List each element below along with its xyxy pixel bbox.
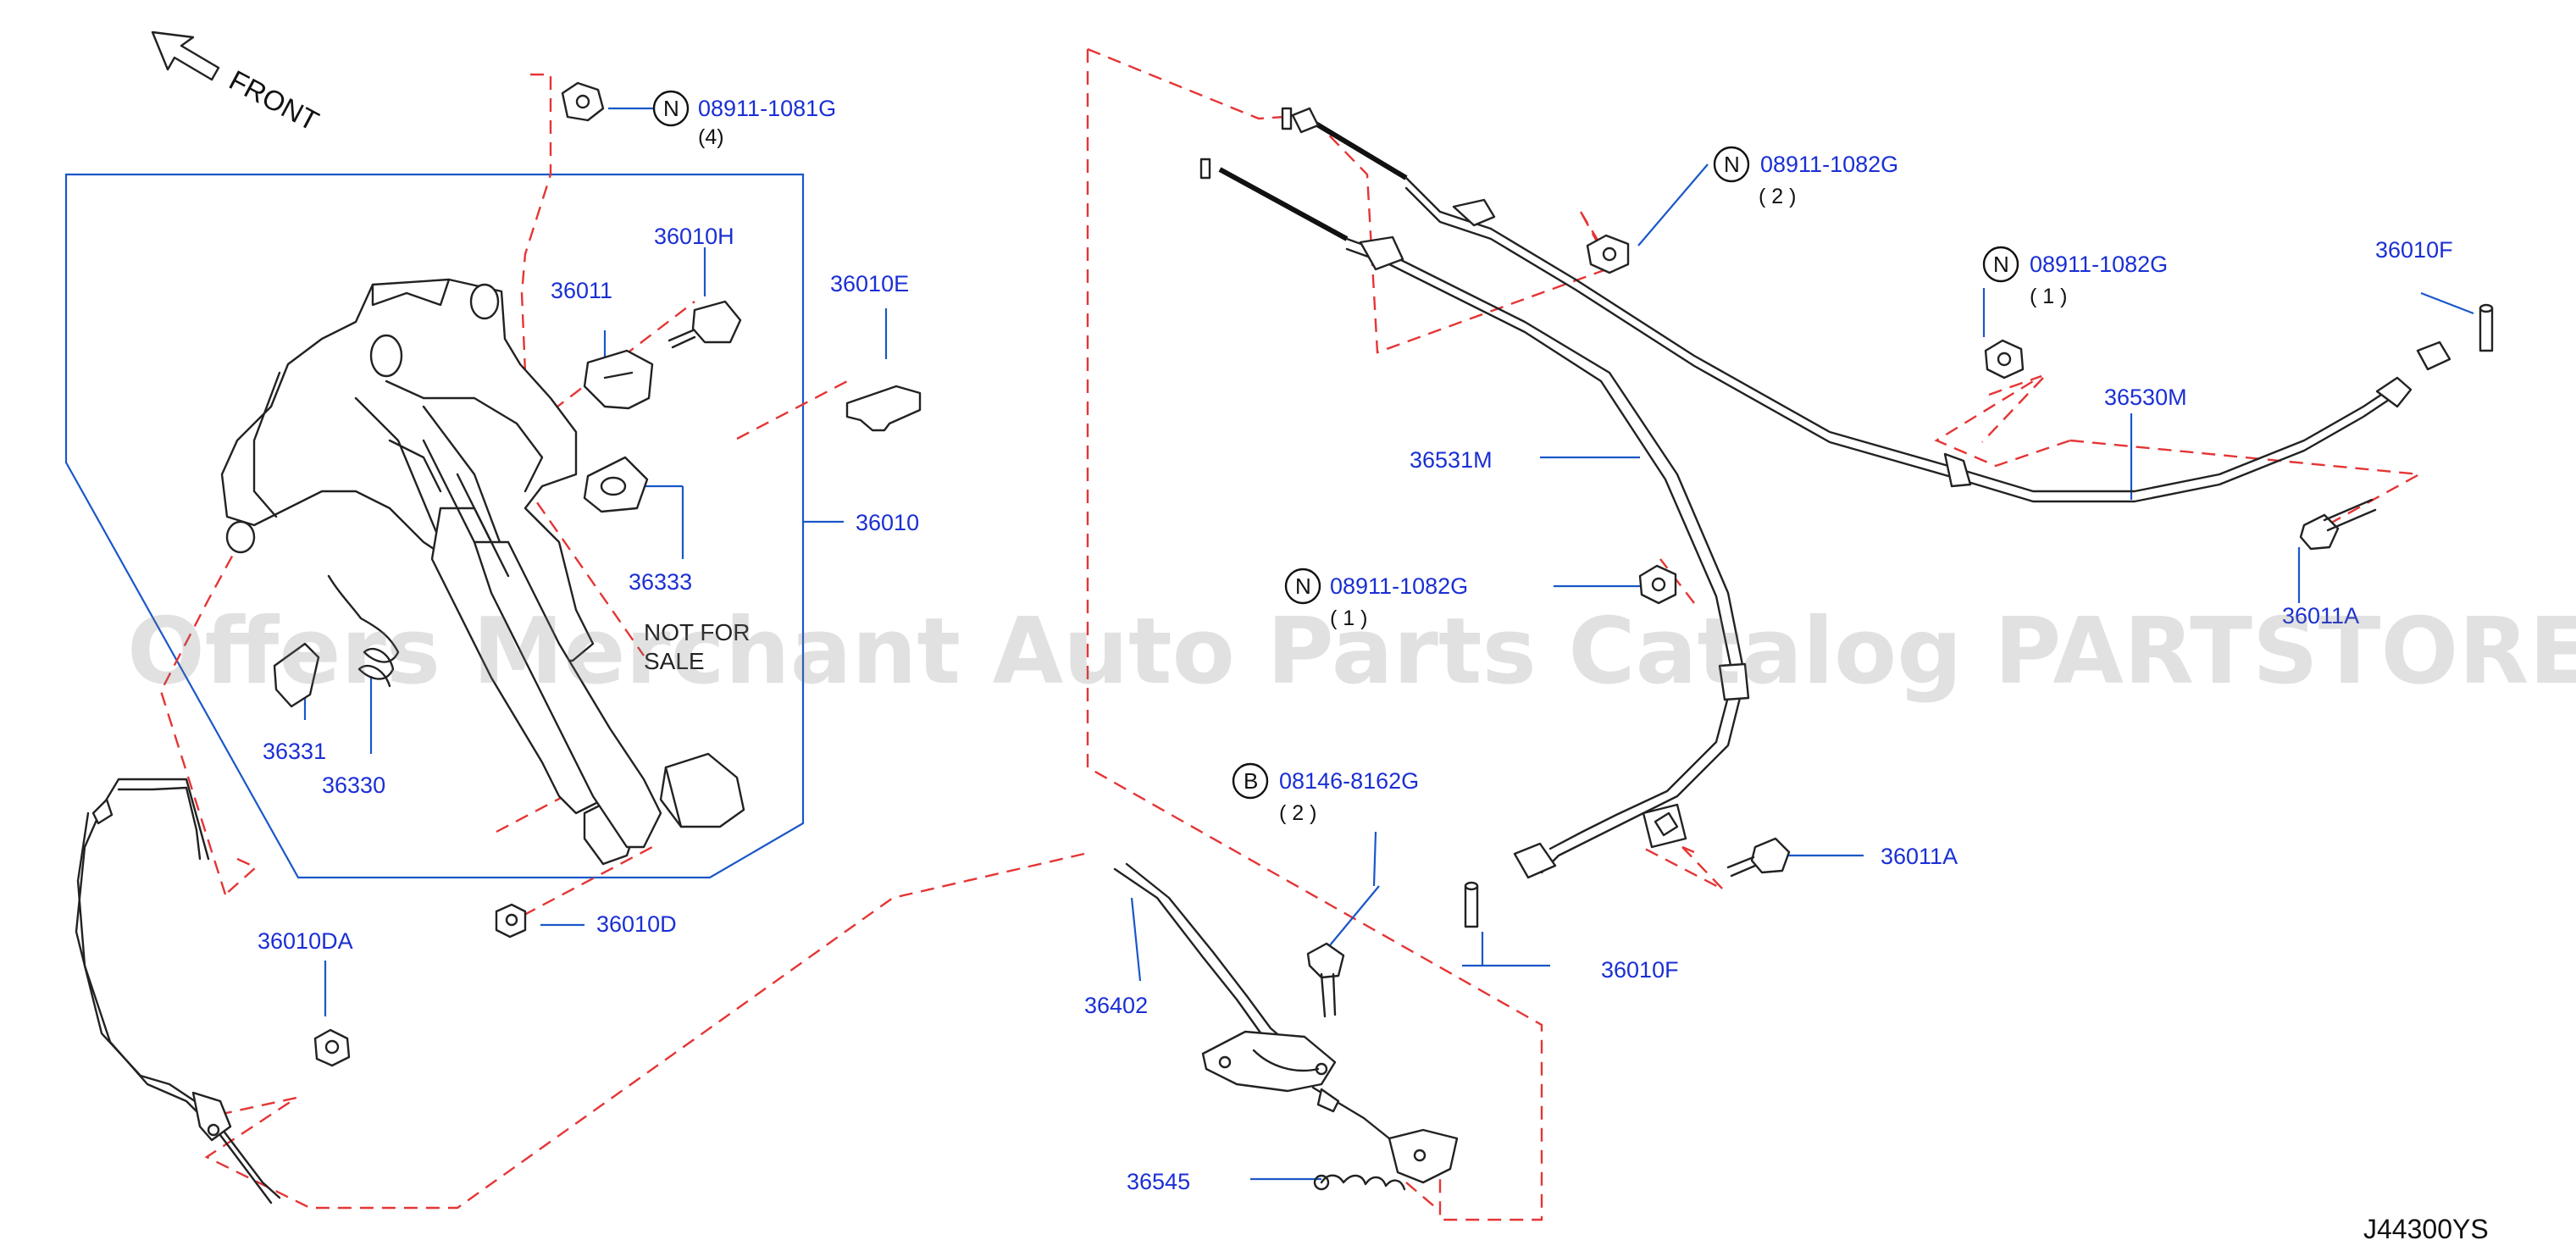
rear-cable-36530M (1281, 107, 2494, 503)
rear-cable-36531M (1199, 158, 1750, 928)
cable-nut-upper (1586, 234, 1630, 274)
front-label: FRONT (224, 64, 324, 137)
not-for-sale-line2: SALE (644, 648, 705, 674)
callout-part-number: 08911-1081G (698, 96, 836, 121)
nut-36010DA (313, 1028, 351, 1067)
assembly-guide-lines (159, 47, 2423, 1221)
not-for-sale-stamp: NOT FOR SALE (644, 619, 750, 674)
callout-quantity: ( 1 ) (1330, 606, 1367, 630)
callout-quantity: ( 2 ) (1279, 801, 1316, 825)
part-labels: 36010H 36011 36010E 36010 36333 36331 36… (258, 224, 2453, 1194)
part-label-36010D: 36010D (596, 911, 677, 937)
adjuster-rod (1311, 1086, 1459, 1184)
bracket-clip (845, 385, 922, 432)
callout-quantity: ( 1 ) (2030, 285, 2067, 308)
spring-seat (273, 642, 320, 708)
return-spring (327, 574, 400, 688)
callout-quantity: (4) (698, 125, 724, 149)
not-for-sale-line1: NOT FOR (644, 619, 750, 645)
pedal-pad (659, 752, 745, 828)
front-arrow-icon (151, 30, 220, 81)
cable-nut-right (1984, 339, 2025, 379)
part-label-36545: 36545 (1127, 1169, 1190, 1194)
cable-nut-middle (1638, 564, 1677, 605)
callout-marker: N (1295, 573, 1311, 599)
brake-lever-rod (1113, 862, 1294, 1054)
front-direction-indicator: FRONT (151, 30, 324, 137)
callout-08911-1082G-middle: N 08911-1082G ( 1 ) (1284, 568, 1468, 630)
part-label-36333: 36333 (629, 569, 692, 595)
part-label-36011A-middle: 36011A (1881, 844, 1958, 869)
reference-code: J44300YS (2363, 1214, 2489, 1244)
watermark-text: Offers Merchant Auto Parts Catalog PARTS… (127, 599, 2576, 705)
bolt-36011A-middle (1726, 837, 1791, 878)
callout-marker: B (1244, 768, 1258, 794)
part-label-36331: 36331 (263, 739, 326, 764)
callout-08911-1081G: N 08911-1081G (4) (652, 90, 836, 149)
stop-lamp-switch (583, 349, 654, 410)
bolt-08146-8162G (1306, 942, 1345, 1018)
part-label-36010E: 36010E (830, 271, 909, 296)
part-label-36010DA: 36010DA (258, 928, 353, 954)
nut-36010D (495, 903, 527, 939)
pedal-bolt (668, 300, 742, 349)
callout-08911-1082G-right: N 08911-1082G ( 1 ) (1982, 246, 2168, 308)
callout-08911-1082G-top: N 08911-1082G ( 2 ) (1713, 146, 1898, 208)
nut-08911-1081G (561, 81, 605, 122)
leader-lines (303, 107, 2474, 1181)
part-label-36010: 36010 (856, 510, 919, 535)
front-cable (75, 778, 281, 1204)
callout-part-number: 08911-1082G (2030, 252, 2168, 277)
part-label-36010H: 36010H (654, 224, 734, 249)
callout-marker: N (1724, 152, 1740, 177)
callout-part-number: 08911-1082G (1330, 573, 1468, 599)
part-label-36531M: 36531M (1410, 447, 1493, 473)
adjuster-spring (1313, 1174, 1406, 1191)
part-label-36010F-top: 36010F (2375, 237, 2453, 263)
part-label-36530M: 36530M (2104, 385, 2187, 410)
callout-marker: N (663, 96, 679, 121)
pedal-assembly-outline (64, 173, 805, 879)
callout-part-number: 08146-8162G (1279, 768, 1419, 794)
lever-base-plate (1201, 1030, 1337, 1093)
callout-08146-8162G: B 08146-8162G ( 2 ) (1232, 762, 1419, 825)
stopper-rubber (583, 456, 649, 513)
callout-marker: N (1993, 252, 2009, 277)
part-label-36010F-bottom: 36010F (1601, 957, 1679, 983)
part-label-36330: 36330 (322, 772, 385, 798)
bolt-36011A-right (2299, 498, 2377, 551)
callout-part-number: 08911-1082G (1760, 152, 1898, 177)
part-label-36402: 36402 (1084, 993, 1148, 1018)
part-label-36011: 36011 (551, 278, 612, 303)
pedal-bracket-assembly (220, 278, 662, 866)
part-label-36011A-right: 36011A (2282, 603, 2359, 628)
callout-quantity: ( 2 ) (1759, 185, 1796, 208)
